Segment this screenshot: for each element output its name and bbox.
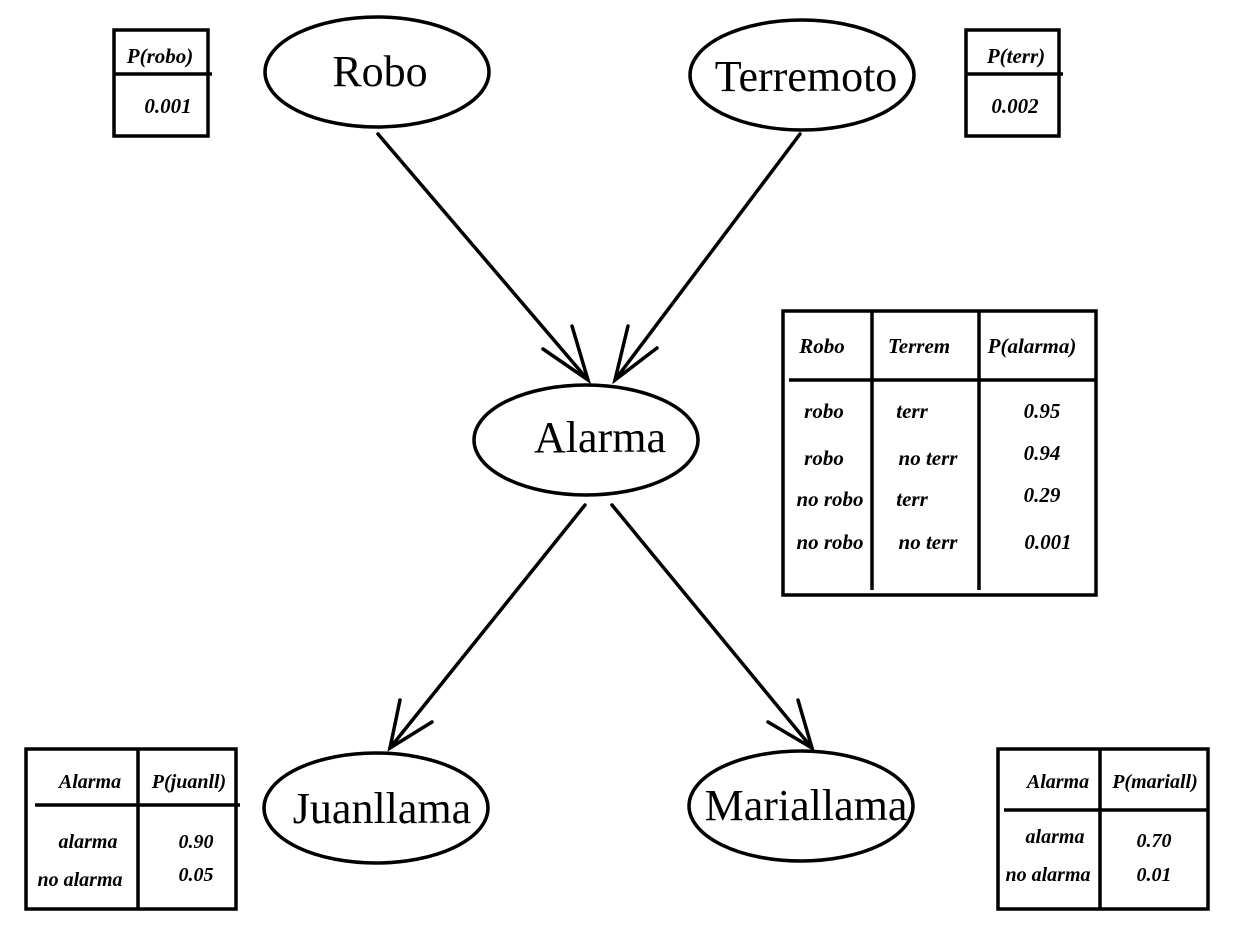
cpt-alarma-cell: terr [896,399,928,423]
cpt-alarma-cell: no terr [899,446,959,470]
cpt-terr-value: 0.002 [991,94,1039,118]
cpt-robo-table: P(robo) 0.001 [112,28,212,138]
cpt-alarma-cell: no robo [796,530,863,554]
cpt-maria-cell: 0.01 [1137,864,1172,886]
cpt-maria-header-alarma: Alarma [1025,771,1089,793]
cpt-maria-cell: alarma [1026,826,1085,848]
cpt-juan-cell: alarma [59,831,118,853]
node-robo-label: Robo [332,47,427,96]
cpt-alarma-cell: no robo [796,487,863,511]
cpt-alarma-cell: no terr [899,530,959,554]
cpt-robo-header: P(robo) [126,44,194,68]
cpt-maria-cell: 0.70 [1137,830,1172,852]
edge-terremoto-alarma [612,132,802,385]
cpt-maria-table: Alarma P(mariall) alarma 0.70 no alarma … [996,747,1210,911]
cpt-juan-table: Alarma P(juanll) alarma 0.90 no alarma 0… [24,747,240,911]
cpt-juan-header-pjuanll: P(juanll) [151,771,226,793]
cpt-alarma-table: Robo Terrem P(alarma) robo terr 0.95 rob… [781,309,1098,597]
cpt-terr-table: P(terr) 0.002 [964,28,1063,138]
node-mariallama-label: Mariallama [705,781,908,830]
cpt-alarma-cell: terr [896,487,928,511]
edge-alarma-juanllama [387,503,587,752]
cpt-alarma-cell: 0.94 [1024,441,1061,465]
cpt-alarma-header-robo: Robo [798,334,845,358]
cpt-juan-header-alarma: Alarma [57,771,121,793]
cpt-juan-cell: no alarma [37,869,122,891]
edge-robo-alarma [376,132,592,385]
cpt-juan-cell: 0.05 [179,864,214,886]
cpt-juan-cell: 0.90 [179,831,214,853]
cpt-alarma-cell: robo [804,399,844,423]
node-juanllama-label: Juanllama [293,784,471,833]
node-terremoto-label: Terremoto [715,52,898,101]
edge-alarma-mariallama [610,503,815,752]
node-mariallama: Mariallama [687,749,915,863]
cpt-maria-cell: no alarma [1005,864,1090,886]
cpt-maria-header-pmariall: P(mariall) [1111,771,1198,793]
cpt-alarma-cell: 0.95 [1024,399,1061,423]
cpt-robo-value: 0.001 [144,94,191,118]
node-terremoto: Terremoto [688,18,916,132]
node-juanllama: Juanllama [262,751,490,865]
cpt-alarma-header-terrem: Terrem [888,334,950,358]
cpt-alarma-header-palarma: P(alarma) [987,334,1077,358]
cpt-alarma-cell: 0.29 [1024,483,1061,507]
cpt-terr-header: P(terr) [986,44,1045,68]
node-alarma: Alarma [472,383,700,497]
node-alarma-label: Alarma [534,413,666,462]
cpt-alarma-cell: robo [804,446,844,470]
node-robo: Robo [263,15,491,129]
cpt-alarma-cell: 0.001 [1024,530,1071,554]
